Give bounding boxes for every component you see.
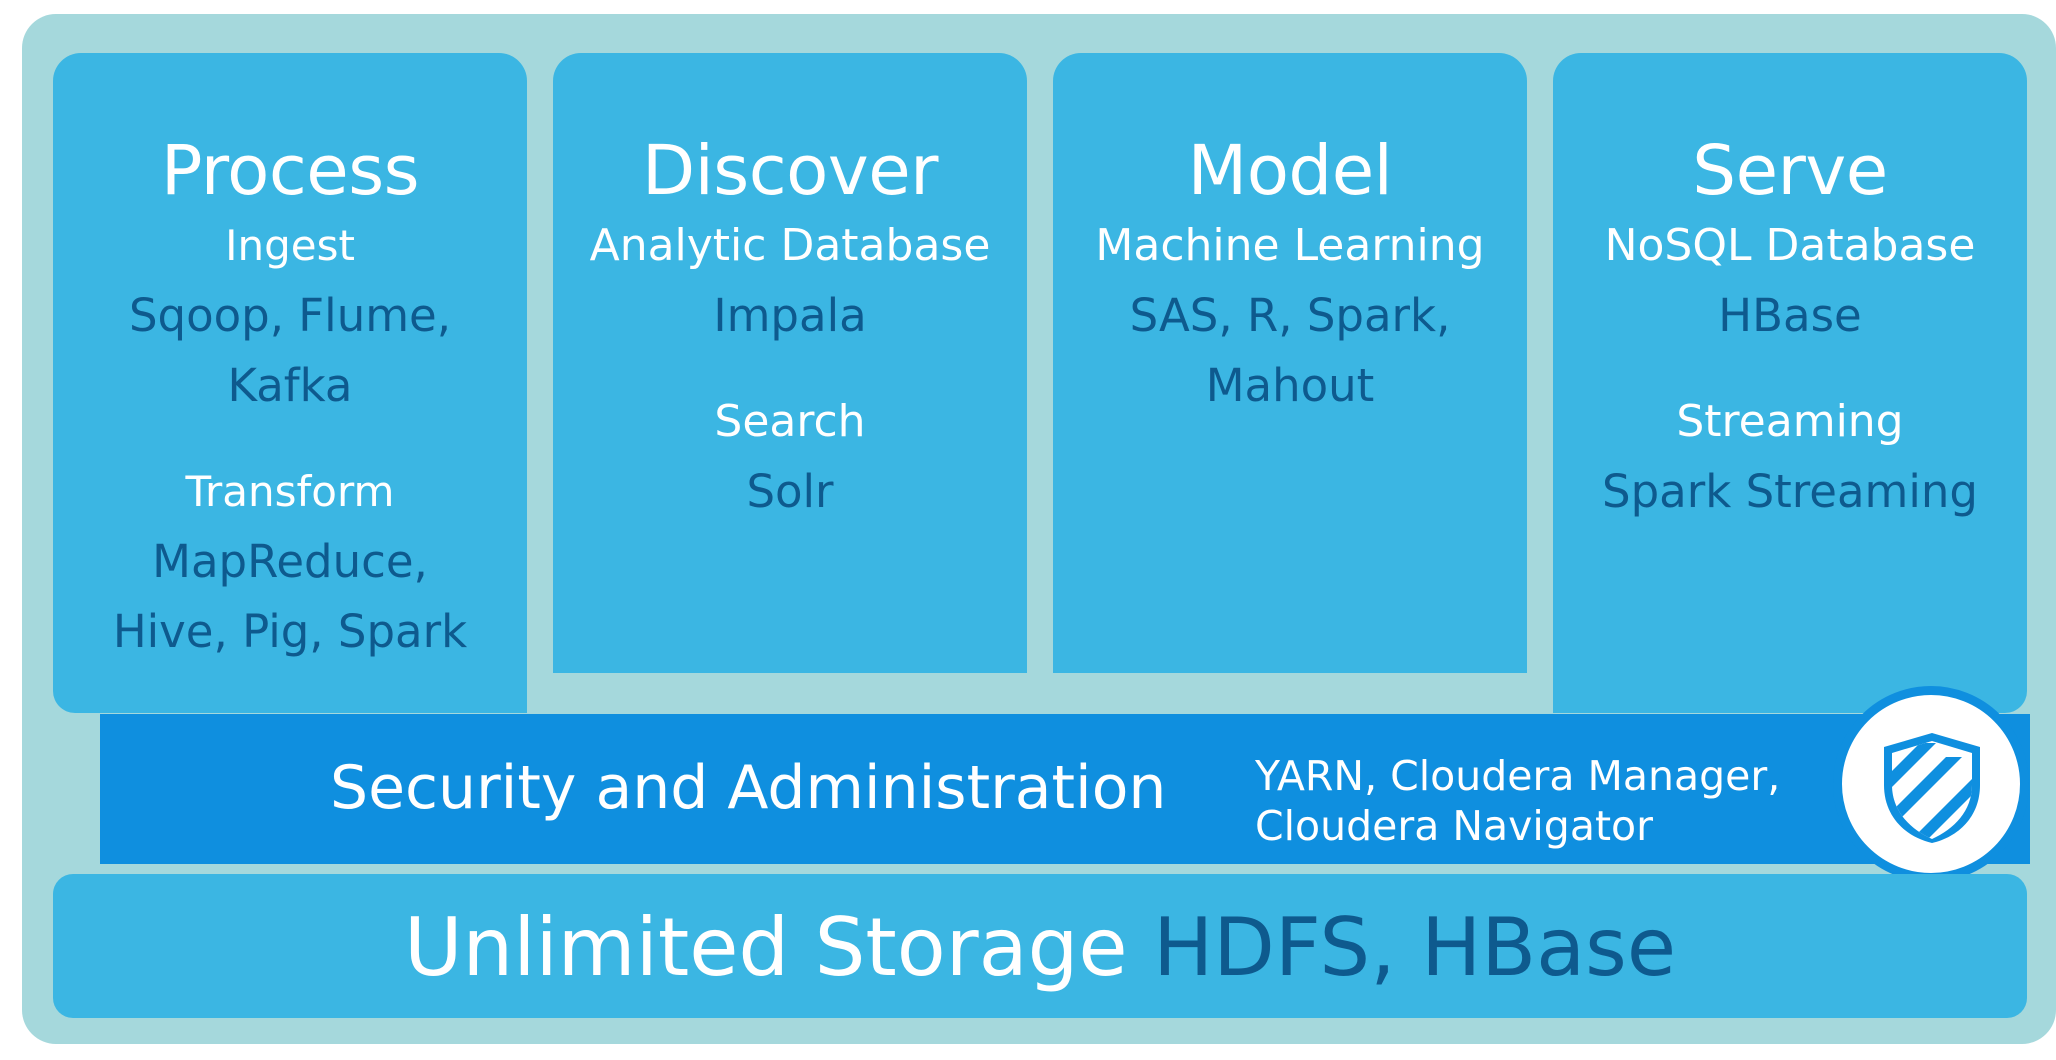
column-title: Discover [641,131,939,211]
section-name: Streaming [1676,396,1904,447]
section-tools: SAS, R, Spark, [1129,289,1451,342]
column-discover: Discover Analytic Database Impala Search… [553,53,1027,673]
shield-icon [1884,733,1980,843]
section-name: Search [714,396,866,447]
section-tools: Spark Streaming [1602,465,1978,518]
section-tools: Hive, Pig, Spark [112,605,468,658]
section-name: Machine Learning [1095,220,1485,271]
storage-tools: HDFS, HBase [1153,901,1677,994]
security-title: Security and Administration [330,753,1167,823]
section-tools: Sqoop, Flume, [128,289,452,342]
section-tools: Solr [746,465,834,518]
section-tools: Kafka [227,359,353,412]
column-title: Process [160,131,420,211]
section-tools: HBase [1718,289,1862,342]
section-tools: Mahout [1205,359,1375,412]
storage-text: Unlimited Storage HDFS, HBase [53,900,2027,996]
section-name: Transform [185,467,395,516]
section-name: Ingest [225,221,355,270]
section-name: Analytic Database [589,220,991,271]
storage-band: Unlimited Storage HDFS, HBase [53,874,2027,1018]
shield-badge [1833,686,2029,882]
security-band: Security and Administration YARN, Cloude… [100,714,2030,864]
column-serve: Serve NoSQL Database HBase Streaming Spa… [1553,53,2027,713]
security-tools-line: YARN, Cloudera Manager, [1255,752,1781,800]
column-title: Serve [1692,131,1888,211]
column-model: Model Machine Learning SAS, R, Spark, Ma… [1053,53,1527,673]
security-tools: YARN, Cloudera Manager, Cloudera Navigat… [1255,751,1815,851]
column-process: Process Ingest Sqoop, Flume, Kafka Trans… [53,53,527,713]
section-tools: Impala [713,289,867,342]
architecture-diagram: Process Ingest Sqoop, Flume, Kafka Trans… [22,14,2056,1044]
section-name: NoSQL Database [1604,220,1976,271]
section-tools: MapReduce, [152,535,428,588]
storage-label: Unlimited Storage [403,901,1154,994]
column-title: Model [1187,131,1393,211]
security-tools-line: Cloudera Navigator [1255,802,1653,850]
